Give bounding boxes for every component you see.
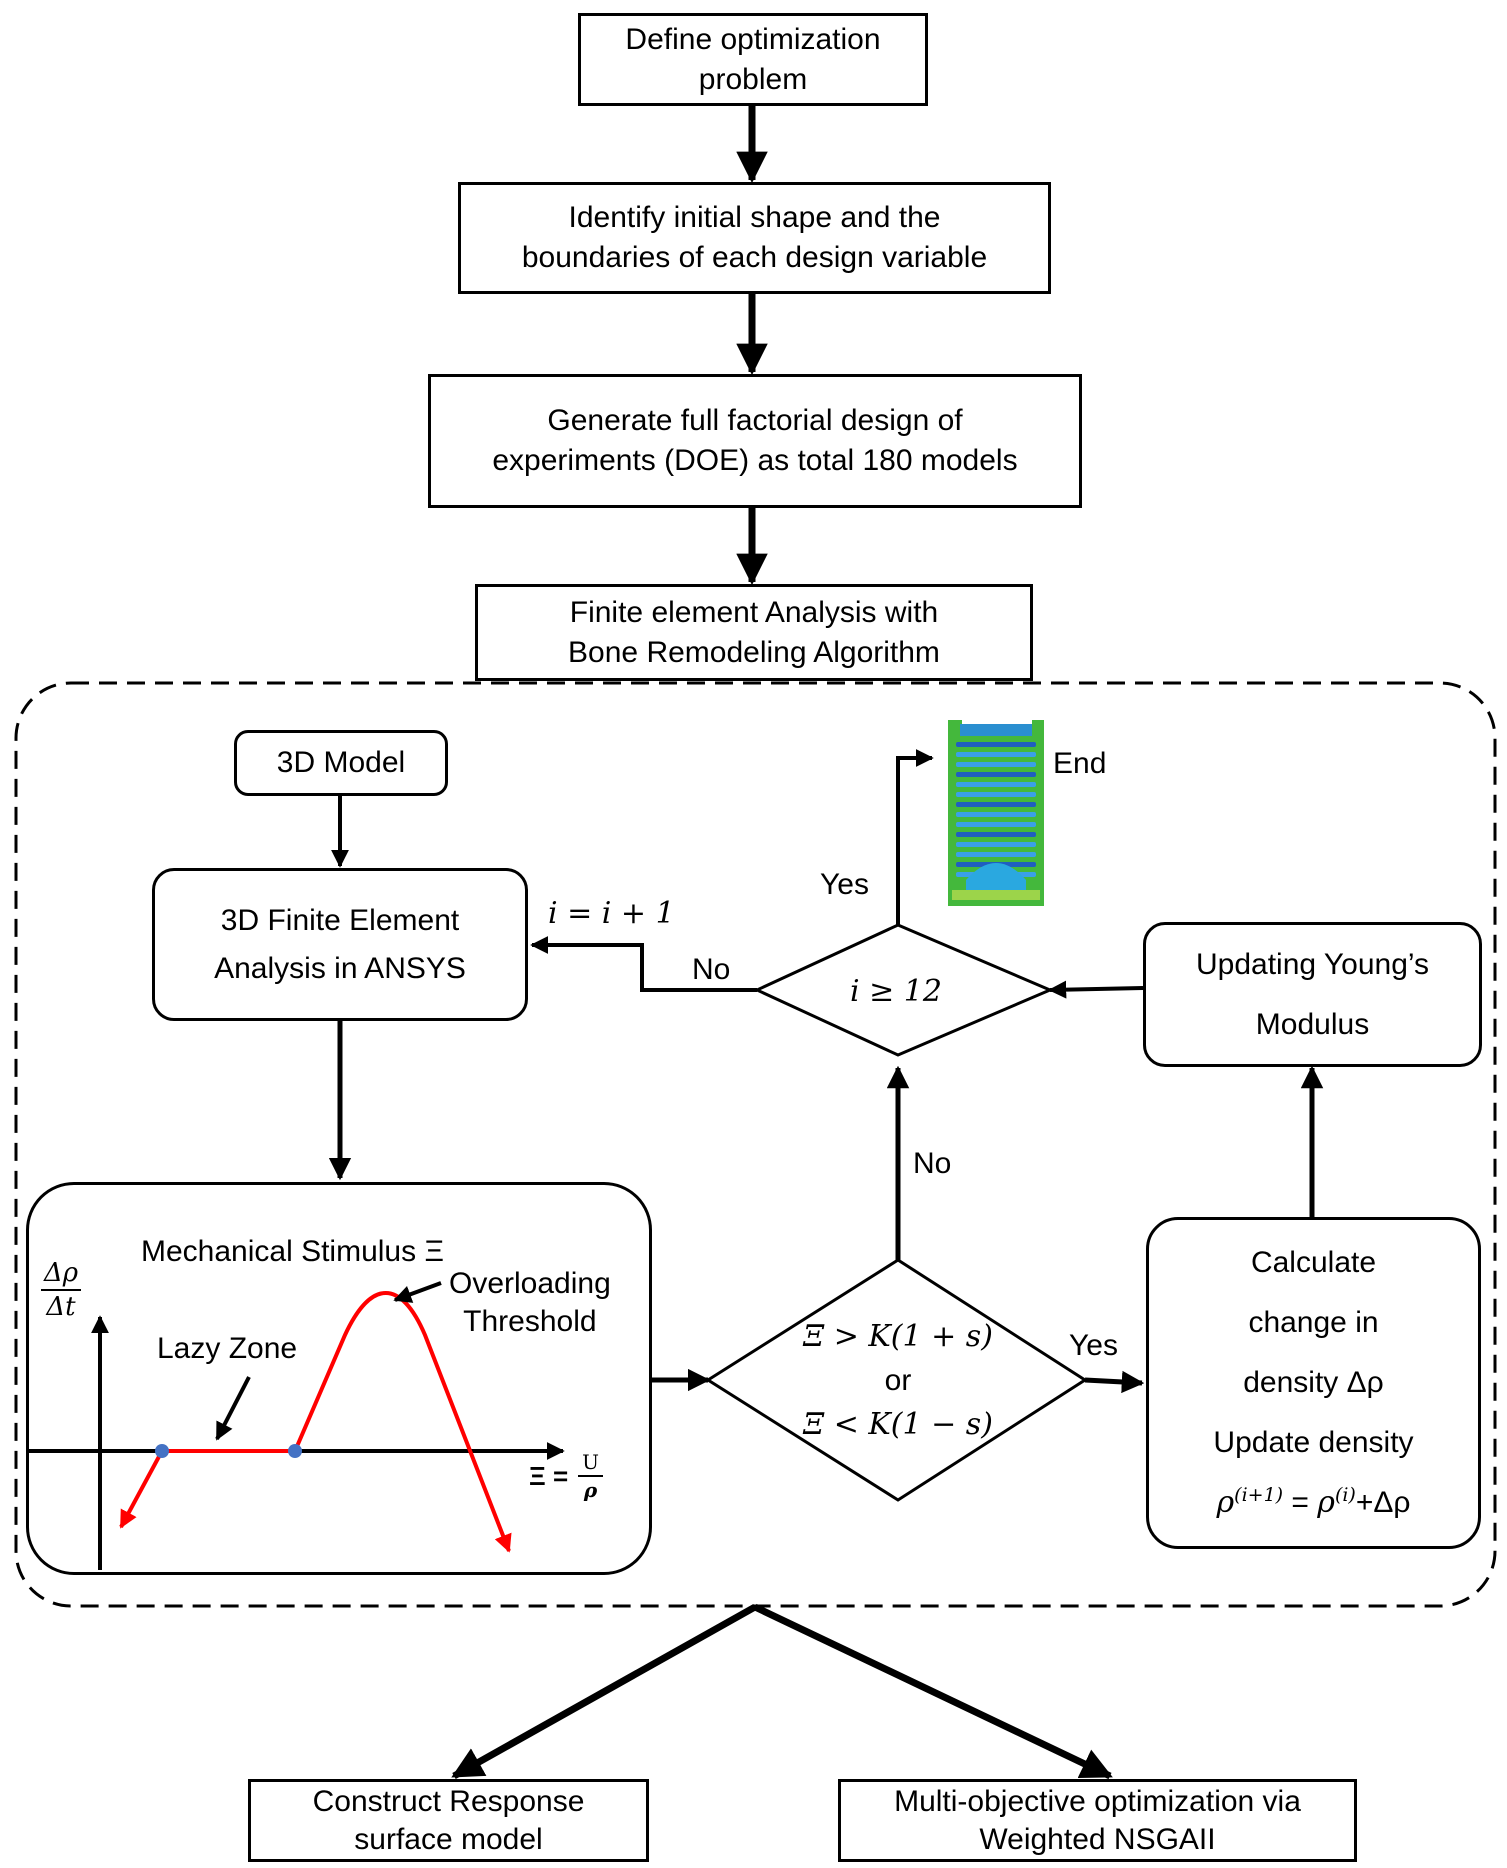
x-axis-denominator: ρ: [583, 1478, 598, 1502]
no-left-label: No: [692, 953, 731, 986]
overloading-line-1: Overloading: [449, 1267, 611, 1300]
generate-line-2: experiments (DOE) as total 180 models: [492, 444, 1018, 477]
generate-line-1: Generate full factorial design of: [547, 404, 963, 437]
fe-stripe: [956, 772, 1036, 777]
y-axis-denominator: Δt: [46, 1292, 76, 1322]
formula-eq: =: [1283, 1486, 1318, 1519]
young-modulus-box: Updating Young’s Modulus: [1143, 922, 1482, 1067]
fe-stripe: [956, 802, 1036, 807]
multi-objective-box: Multi-objective optimization via Weighte…: [838, 1779, 1357, 1862]
yes-top-label: Yes: [820, 868, 869, 901]
formula-lhs: ρ: [1216, 1485, 1235, 1520]
fe-stripe: [956, 842, 1036, 847]
ansys-line-2: Analysis in ANSYS: [214, 951, 466, 985]
calc-line-4: Update density: [1213, 1426, 1414, 1459]
multi-line-2: Weighted NSGAII: [979, 1822, 1216, 1856]
lazy-zone-end-point: [288, 1444, 302, 1458]
fe-stripe: [956, 792, 1036, 797]
arrow-young-to-iter: [1048, 980, 1144, 999]
fe-stripe: [956, 752, 1036, 757]
construct-line-1: Construct Response: [312, 1784, 585, 1818]
formula-rhs: ρ: [1317, 1485, 1335, 1520]
condition-or: or: [884, 1364, 912, 1397]
arrow-iter-to-end: [896, 749, 934, 925]
calc-line-1: Calculate: [1250, 1246, 1377, 1279]
stimulus-title: Mechanical Stimulus Ξ: [141, 1235, 444, 1268]
fe-stripe: [956, 762, 1036, 767]
yes-right-label: Yes: [1069, 1329, 1118, 1362]
formula-lhs-sup: (i+1): [1234, 1484, 1284, 1506]
density-update-formula: ρ(i+1) = ρ(i)+Δρ: [1217, 1473, 1411, 1533]
y-axis-fraction: Δρ Δt: [41, 1257, 82, 1323]
end-label: End: [1053, 747, 1107, 780]
iteration-condition: i ≥ 12: [850, 974, 942, 1009]
3d-model-box: 3D Model: [234, 730, 448, 796]
overloading-label: Overloading Threshold: [449, 1265, 611, 1341]
condition-lower: Ξ < K(1 − s): [803, 1407, 993, 1442]
lazy-zone-label: Lazy Zone: [157, 1332, 298, 1365]
stimulus-condition-diamond: [705, 1258, 1088, 1502]
fe-stripe: [956, 822, 1036, 827]
fe-result-image: [948, 720, 1044, 906]
fe-stripe: [956, 782, 1036, 787]
fe-stripe: [956, 832, 1036, 837]
overloading-line-2: Threshold: [463, 1305, 597, 1338]
fe-stripe: [956, 742, 1036, 747]
arrow-to-construct: [451, 1603, 757, 1780]
define-line-1: Define optimization: [625, 22, 881, 56]
iteration-update-label: i = i + 1: [548, 896, 675, 931]
young-line-1: Updating Young’s: [1196, 947, 1429, 981]
y-axis-numerator: Δρ: [41, 1257, 82, 1291]
identify-shape-box: Identify initial shape and the boundarie…: [458, 182, 1051, 294]
fea-line-2: Bone Remodeling Algorithm: [568, 635, 940, 669]
young-line-2: Modulus: [1255, 1007, 1370, 1041]
resorption-arrow: [119, 1450, 164, 1529]
overloading-pointer: [393, 1281, 442, 1303]
formula-rest: +Δρ: [1355, 1486, 1411, 1519]
x-axis-numerator: U: [578, 1449, 603, 1477]
lazy-zone-pointer: [215, 1376, 251, 1441]
mechanical-stimulus-box: Mechanical Stimulus Ξ Lazy Zone Overload…: [26, 1182, 652, 1575]
arrow-iter-to-ansys: [530, 936, 757, 992]
stimulus-plot: [29, 1281, 565, 1570]
fea-line-1: Finite element Analysis with: [569, 595, 939, 629]
define-optimization-box: Define optimization problem: [578, 13, 928, 106]
iteration-diamond: [753, 923, 1054, 1057]
multi-line-1: Multi-objective optimization via: [894, 1784, 1301, 1818]
ansys-line-1: 3D Finite Element: [220, 903, 460, 937]
identify-line-1: Identify initial shape and the: [568, 201, 941, 234]
ansys-analysis-box: 3D Finite Element Analysis in ANSYS: [152, 868, 528, 1021]
fe-stripe: [956, 812, 1036, 817]
lazy-zone-start-point: [155, 1444, 169, 1458]
calc-line-3: density Δρ: [1243, 1366, 1384, 1399]
construct-response-box: Construct Response surface model: [248, 1779, 649, 1862]
3d-model-label: 3D Model: [276, 746, 406, 779]
construct-line-2: surface model: [354, 1822, 543, 1856]
no-mid-label: No: [913, 1147, 952, 1180]
x-axis-formula: Ξ = U ρ: [529, 1449, 603, 1503]
arrow-condition-to-calc: [1084, 1370, 1145, 1394]
fe-stripe: [956, 852, 1036, 857]
fea-remodeling-box: Finite element Analysis with Bone Remode…: [475, 584, 1033, 681]
formula-rhs-sup: (i): [1334, 1484, 1356, 1506]
condition-upper: Ξ > K(1 + s): [803, 1319, 993, 1354]
define-line-2: problem: [698, 62, 808, 96]
stimulus-condition-text: Ξ > K(1 + s) or Ξ < K(1 − s): [748, 1315, 1048, 1447]
identify-line-2: boundaries of each design variable: [521, 241, 988, 274]
x-axis-fraction: U ρ: [578, 1449, 603, 1503]
calc-line-2: change in: [1248, 1306, 1379, 1339]
arrow-to-multi: [753, 1603, 1113, 1780]
stimulus-curve: [162, 1291, 512, 1553]
x-axis-lhs: Ξ =: [529, 1461, 569, 1491]
calculate-density-box: Calculate change in density Δρ Update de…: [1146, 1217, 1481, 1549]
generate-doe-box: Generate full factorial design of experi…: [428, 374, 1082, 508]
